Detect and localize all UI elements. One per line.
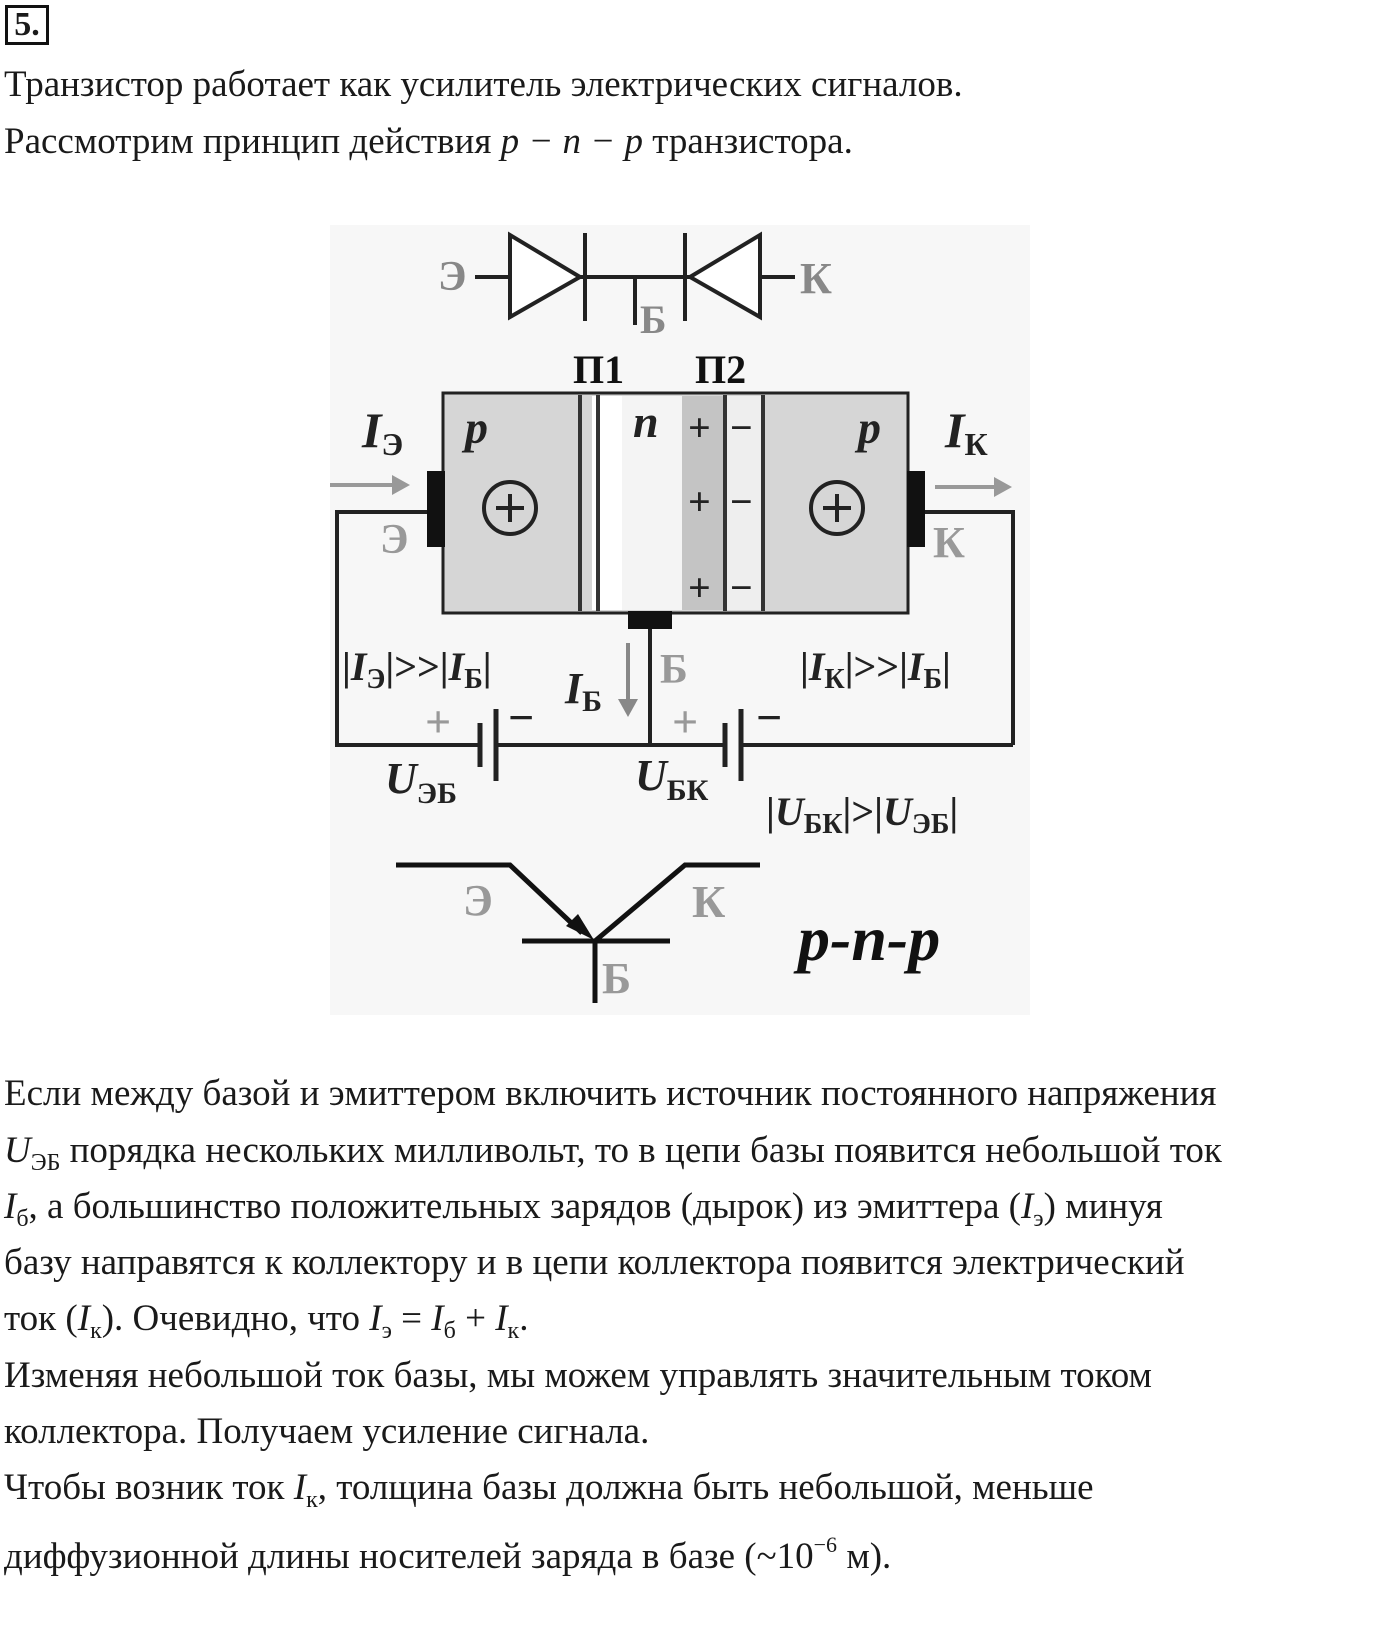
charge-minus-1: −	[730, 405, 753, 450]
symbol-label-emitter: Э	[463, 876, 493, 925]
body-line-8-end: , толщина базы должна быть небольшой, ме…	[317, 1467, 1094, 1508]
depletion-plus-layer	[682, 396, 727, 610]
base-current-label: IБ	[564, 664, 602, 718]
symbol-label-base: Б	[602, 954, 631, 1003]
body-line-6: Изменяя небольшой ток базы, мы можем упр…	[4, 1355, 1152, 1396]
relation-ik-ib: |IК|>>|IБ|	[800, 644, 951, 695]
body-line-5-start: ток (	[4, 1298, 78, 1339]
collector-current-arrow	[935, 477, 1012, 497]
u-eb-symbol: U	[4, 1130, 31, 1171]
depletion-minus-layer	[727, 396, 763, 610]
body-line-2-text: порядка нескольких милливольт, то в цепи…	[60, 1130, 1222, 1171]
eq-period: .	[519, 1298, 529, 1339]
body-line-9-start: диффузионной длины носителей заряда в ба…	[4, 1536, 814, 1577]
current-label-emitter: IЭ	[361, 402, 403, 462]
body-line-5-mid: ). Очевидно, что	[101, 1298, 370, 1339]
base-current-arrow	[618, 643, 638, 717]
pnp-transistor-diagram: Э К Б П1 П2 p n p + + + − − − IЭ IК	[330, 225, 1030, 1015]
symbol-label-collector: К	[692, 876, 725, 927]
emitter-current-arrow	[330, 475, 410, 495]
eq-ib-symbol: I	[431, 1298, 444, 1339]
pnp-math: p − n − p	[500, 121, 644, 162]
eq-ie-subscript: э	[381, 1318, 392, 1344]
hole-symbol-collector	[809, 480, 865, 536]
eq-ik-symbol: I	[495, 1298, 508, 1339]
terminal-label-base: Б	[660, 647, 688, 693]
diode-1-triangle	[508, 231, 584, 321]
diode-label-emitter: Э	[438, 254, 467, 300]
voltage-label-bk: UБК	[635, 751, 709, 807]
ib-symbol: I	[4, 1186, 17, 1227]
body-line-8: Чтобы возник ток Iк, толщина базы должна…	[4, 1459, 1396, 1529]
hole-symbol-emitter	[482, 480, 538, 536]
intro-line-2-end: транзистора.	[643, 121, 853, 162]
circuit-wires	[335, 510, 1015, 747]
ie-symbol: I	[1020, 1186, 1034, 1227]
pnp-schematic-symbol	[396, 862, 760, 1003]
battery-bk-plus: +	[672, 696, 698, 747]
relation-ubk-ueb: |UБК|>|UЭБ|	[766, 789, 958, 840]
eq-ik-subscript: к	[507, 1318, 520, 1344]
ik-symbol-2: I	[293, 1467, 307, 1508]
diagram-background	[330, 225, 1030, 1015]
body-line-4: базу направятся к коллектору и в цепи ко…	[4, 1242, 1185, 1283]
body-line-9-end: м).	[837, 1536, 892, 1577]
battery-eb-minus: −	[508, 692, 534, 743]
diode-label-collector: К	[800, 254, 832, 303]
region-label-n-base: n	[633, 396, 659, 447]
current-label-collector: IК	[944, 402, 988, 462]
body-line-3: Iб, а большинство положительных зарядов …	[4, 1178, 1396, 1248]
charge-plus-1: +	[688, 405, 711, 450]
charge-minus-2: −	[730, 479, 753, 524]
ik-symbol: I	[77, 1298, 91, 1339]
intro-line-2-start: Рассмотрим принцип действия	[4, 121, 501, 162]
voltage-label-eb: UЭБ	[385, 754, 457, 810]
body-line-5: ток (Iк). Очевидно, что Iэ = Iб + Iк.	[4, 1290, 1396, 1360]
body-line-2: UЭБ порядка нескольких милливольт, то в …	[4, 1122, 1396, 1192]
intro-line-1: Транзистор работает как усилитель электр…	[4, 64, 963, 105]
eq-plus: +	[455, 1298, 496, 1339]
battery-eb-plus: +	[425, 696, 451, 747]
charge-plus-2: +	[688, 479, 711, 524]
ik-subscript-2: к	[306, 1487, 318, 1513]
battery-emitter-base	[477, 709, 499, 781]
terminal-label-emitter: Э	[380, 517, 409, 563]
charge-minus-3: −	[730, 565, 753, 610]
ik-subscript: к	[90, 1318, 102, 1344]
transistor-body	[427, 391, 925, 629]
body-line-3-text: , а большинство положительных зарядов (д…	[28, 1186, 1021, 1227]
u-eb-subscript: ЭБ	[30, 1150, 61, 1176]
emitter-contact	[427, 471, 445, 547]
base-n-region	[622, 396, 682, 610]
region-label-p-collector: p	[854, 402, 881, 453]
terminal-label-collector: К	[933, 518, 965, 567]
diode-equivalent-symbol	[475, 231, 795, 325]
symbol-type-label: p-n-p	[793, 903, 940, 974]
relation-ie-ib: |IЭ|>>|IБ|	[342, 644, 492, 695]
body-line-7: коллектора. Получаем усиление сигнала.	[4, 1411, 650, 1452]
battery-bk-minus: −	[756, 692, 782, 743]
intro-line-2: Рассмотрим принцип действия p − n − p тр…	[4, 113, 1396, 171]
eq-ib-subscript: б	[443, 1318, 456, 1344]
body-line-8-start: Чтобы возник ток	[4, 1467, 294, 1508]
junction-label-p1: П1	[573, 347, 624, 392]
eq-equals: =	[391, 1298, 432, 1339]
problem-number-badge: 5.	[5, 5, 49, 45]
exponent: −6	[813, 1532, 838, 1557]
ie-subscript: э	[1033, 1206, 1044, 1232]
body-line-1: Если между базой и эмиттером включить ис…	[4, 1073, 1217, 1114]
ib-subscript: б	[16, 1206, 29, 1232]
pnp-emitter-arrowhead	[566, 914, 594, 940]
eq-ie-symbol: I	[369, 1298, 382, 1339]
body-line-3-end: ) минуя	[1043, 1186, 1163, 1227]
region-label-p-emitter: p	[461, 402, 488, 453]
junction-label-p2: П2	[695, 347, 746, 392]
diode-2-triangle	[686, 231, 762, 321]
diode-label-base: Б	[640, 297, 666, 342]
base-contact	[628, 611, 672, 629]
charge-plus-3: +	[688, 565, 711, 610]
collector-contact	[907, 471, 925, 547]
battery-base-collector	[722, 709, 744, 781]
body-line-9: диффузионной длины носителей заряда в ба…	[4, 1516, 1396, 1586]
